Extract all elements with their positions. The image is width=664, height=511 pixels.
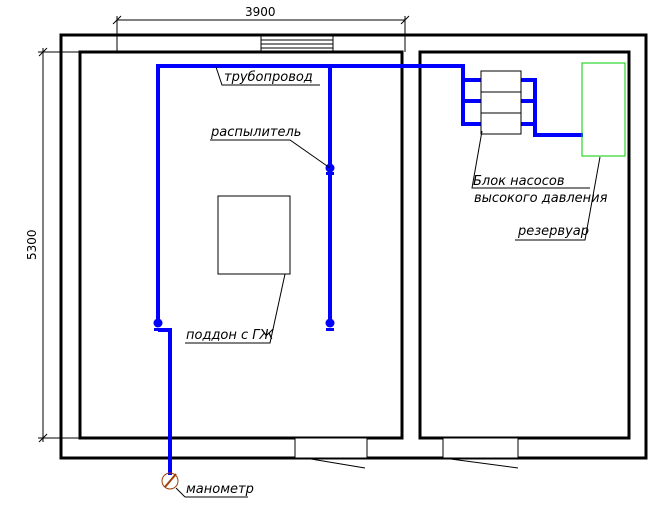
label-gauge: манометр [186,482,254,497]
dimension-height-label: 5300 [25,229,39,260]
label-pump-block-2: высокого давления [474,191,608,206]
label-reservoir: резервуар [517,224,589,239]
dimension-height [38,47,80,443]
reservoir [581,62,626,157]
dimension-width [112,15,410,52]
pressure-gauge-icon [161,472,179,490]
doors [294,437,519,469]
label-pump-block-1: Блок насосов [473,174,565,189]
pump-block [480,70,522,135]
sprinkler-icon [153,163,335,331]
label-pipeline: трубопровод [224,70,313,85]
dimension-width-label: 3900 [245,5,276,19]
tray [217,195,291,275]
label-sprinkler: распылитель [210,125,301,140]
label-tray: поддон с ГЖ [186,328,275,343]
window [260,35,334,52]
walls [59,33,648,460]
leader-lines [175,66,601,498]
